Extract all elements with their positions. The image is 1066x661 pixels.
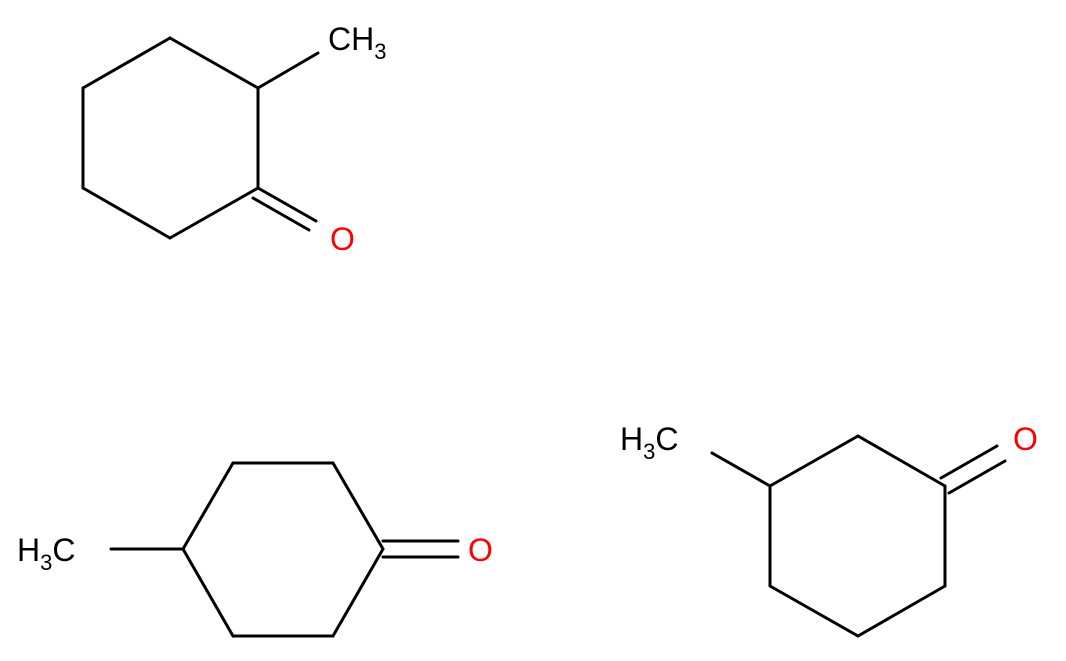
methyl-label: H3C (17, 532, 75, 575)
oxygen-label: O (330, 221, 355, 257)
molecule-3-methylcyclohexanone: H3C O (620, 421, 1038, 638)
ring-bonds (81, 36, 260, 240)
ring-bonds (181, 461, 385, 638)
methyl-bond (710, 451, 772, 488)
carbonyl-double-bond (381, 539, 460, 559)
molecule-4-methylcyclohexanone: H3C O (17, 461, 493, 638)
carbonyl-double-bond (939, 444, 1007, 495)
carbonyl-double-bond (251, 186, 318, 232)
methyl-bond (256, 51, 320, 90)
molecule-2-methylcyclohexanone: CH3 O (81, 21, 386, 257)
ring-bonds (768, 434, 947, 638)
oxygen-label: O (468, 532, 493, 568)
methyl-label: H3C (620, 421, 678, 464)
oxygen-label: O (1013, 421, 1038, 457)
methyl-label: CH3 (328, 21, 386, 64)
